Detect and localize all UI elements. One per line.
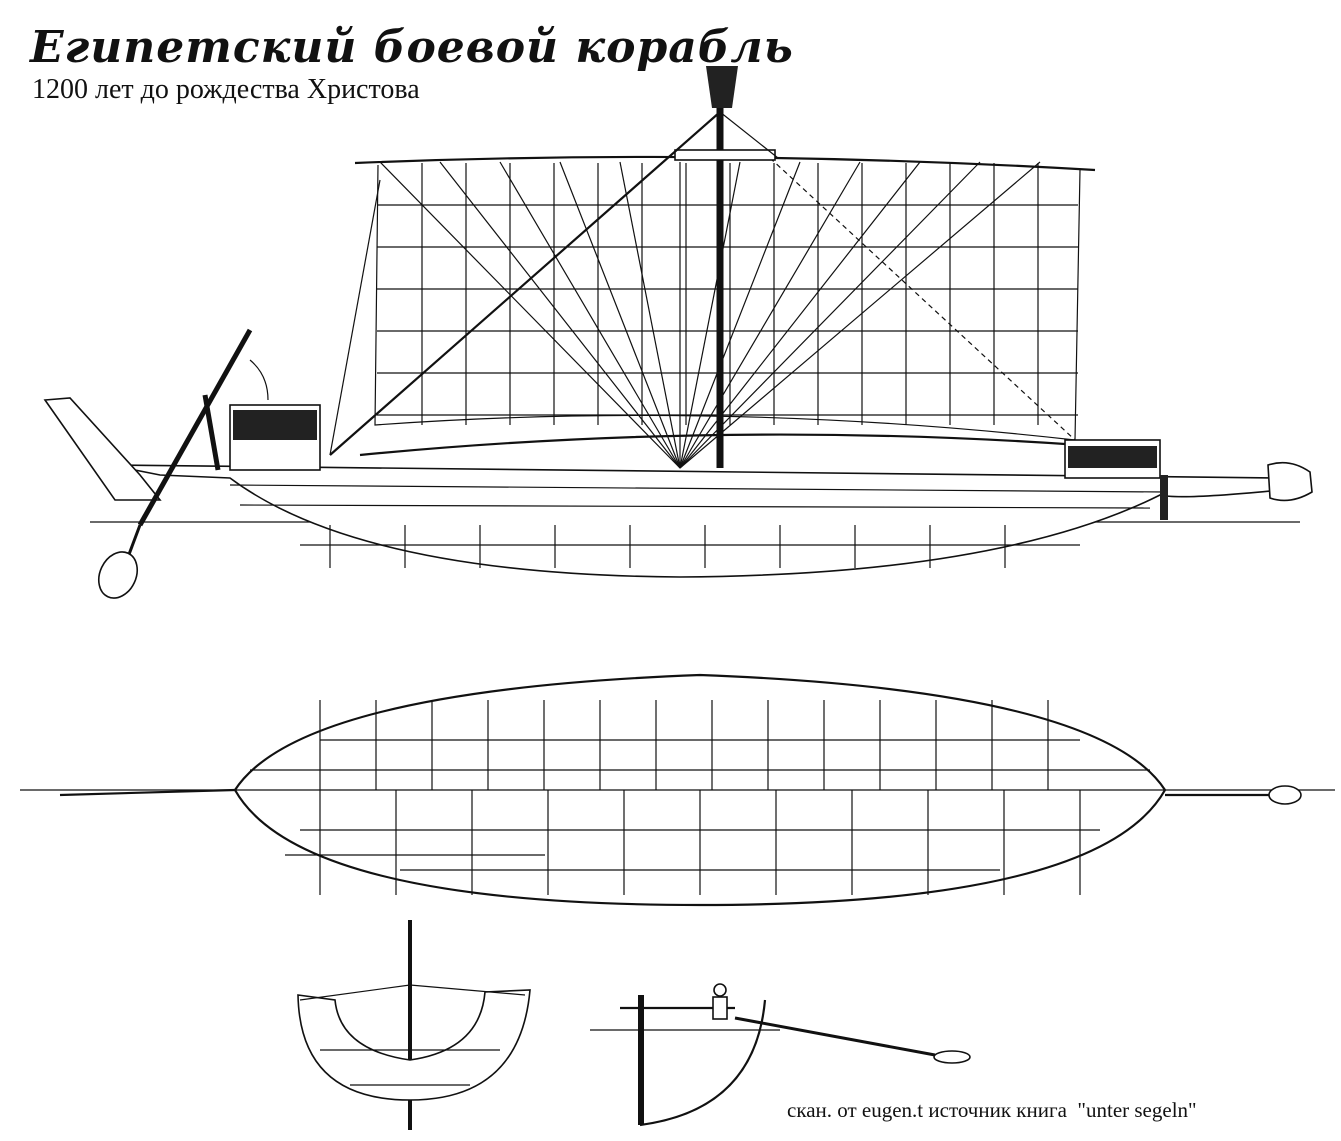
sail-line	[439, 161, 681, 469]
sail-grid	[377, 163, 1078, 425]
plank-line	[229, 484, 1166, 493]
bow-cabin-railing	[1068, 446, 1157, 468]
forestay	[329, 111, 721, 456]
hull-body	[109, 464, 1281, 578]
steering-oar	[97, 179, 381, 599]
mast-cap	[674, 149, 776, 161]
lion-head-figurehead	[1267, 461, 1313, 502]
side-view	[43, 66, 1313, 599]
plank-line	[239, 504, 1151, 509]
oar-post	[202, 394, 221, 471]
stern-cabin-railing	[233, 410, 317, 440]
bow-lashing	[1160, 475, 1168, 520]
cross-section-stern	[590, 983, 971, 1127]
stern-oar-blade	[933, 1050, 971, 1064]
sail-line	[559, 161, 681, 469]
sail-line	[379, 161, 681, 469]
hull	[43, 397, 1313, 578]
plan-grid	[250, 700, 1150, 895]
hull-planking	[229, 484, 1166, 568]
figurehead-plan	[1268, 785, 1302, 805]
stern-steering-oar	[734, 1016, 936, 1057]
sail-rigging	[379, 161, 1041, 469]
crows-nest	[706, 66, 738, 108]
drawing-subtitle: 1200 лет до рождества Христова	[32, 74, 420, 105]
sail	[354, 155, 1096, 469]
backstay	[329, 179, 381, 456]
scan-credit: скан. от eugen.t источник книга "unter s…	[787, 1098, 1197, 1122]
hull-plan-outline	[233, 673, 1167, 907]
sail-line	[679, 161, 801, 469]
stern-ornament	[43, 397, 162, 501]
sail-line	[679, 161, 1041, 469]
mast	[329, 66, 779, 468]
plan-view	[20, 673, 1335, 907]
sail-line	[679, 161, 981, 469]
sail-line	[499, 161, 681, 469]
sail-line	[679, 161, 861, 469]
dashed-brace	[769, 157, 1076, 441]
sail-line	[679, 161, 921, 469]
sail-line	[679, 161, 741, 469]
stern-post	[638, 995, 644, 1125]
section-hull	[297, 989, 531, 1101]
helmsman-figure	[713, 983, 727, 997]
sail-line	[619, 161, 681, 469]
oar-blade	[97, 551, 139, 599]
drawing-title: Египетский боевой корабль	[30, 22, 794, 73]
sail-outline	[374, 164, 1081, 441]
cross-section-midship	[285, 854, 545, 1130]
stern-post-plan	[59, 788, 236, 797]
tiller	[249, 359, 269, 401]
stern-hull-curve	[639, 999, 767, 1127]
